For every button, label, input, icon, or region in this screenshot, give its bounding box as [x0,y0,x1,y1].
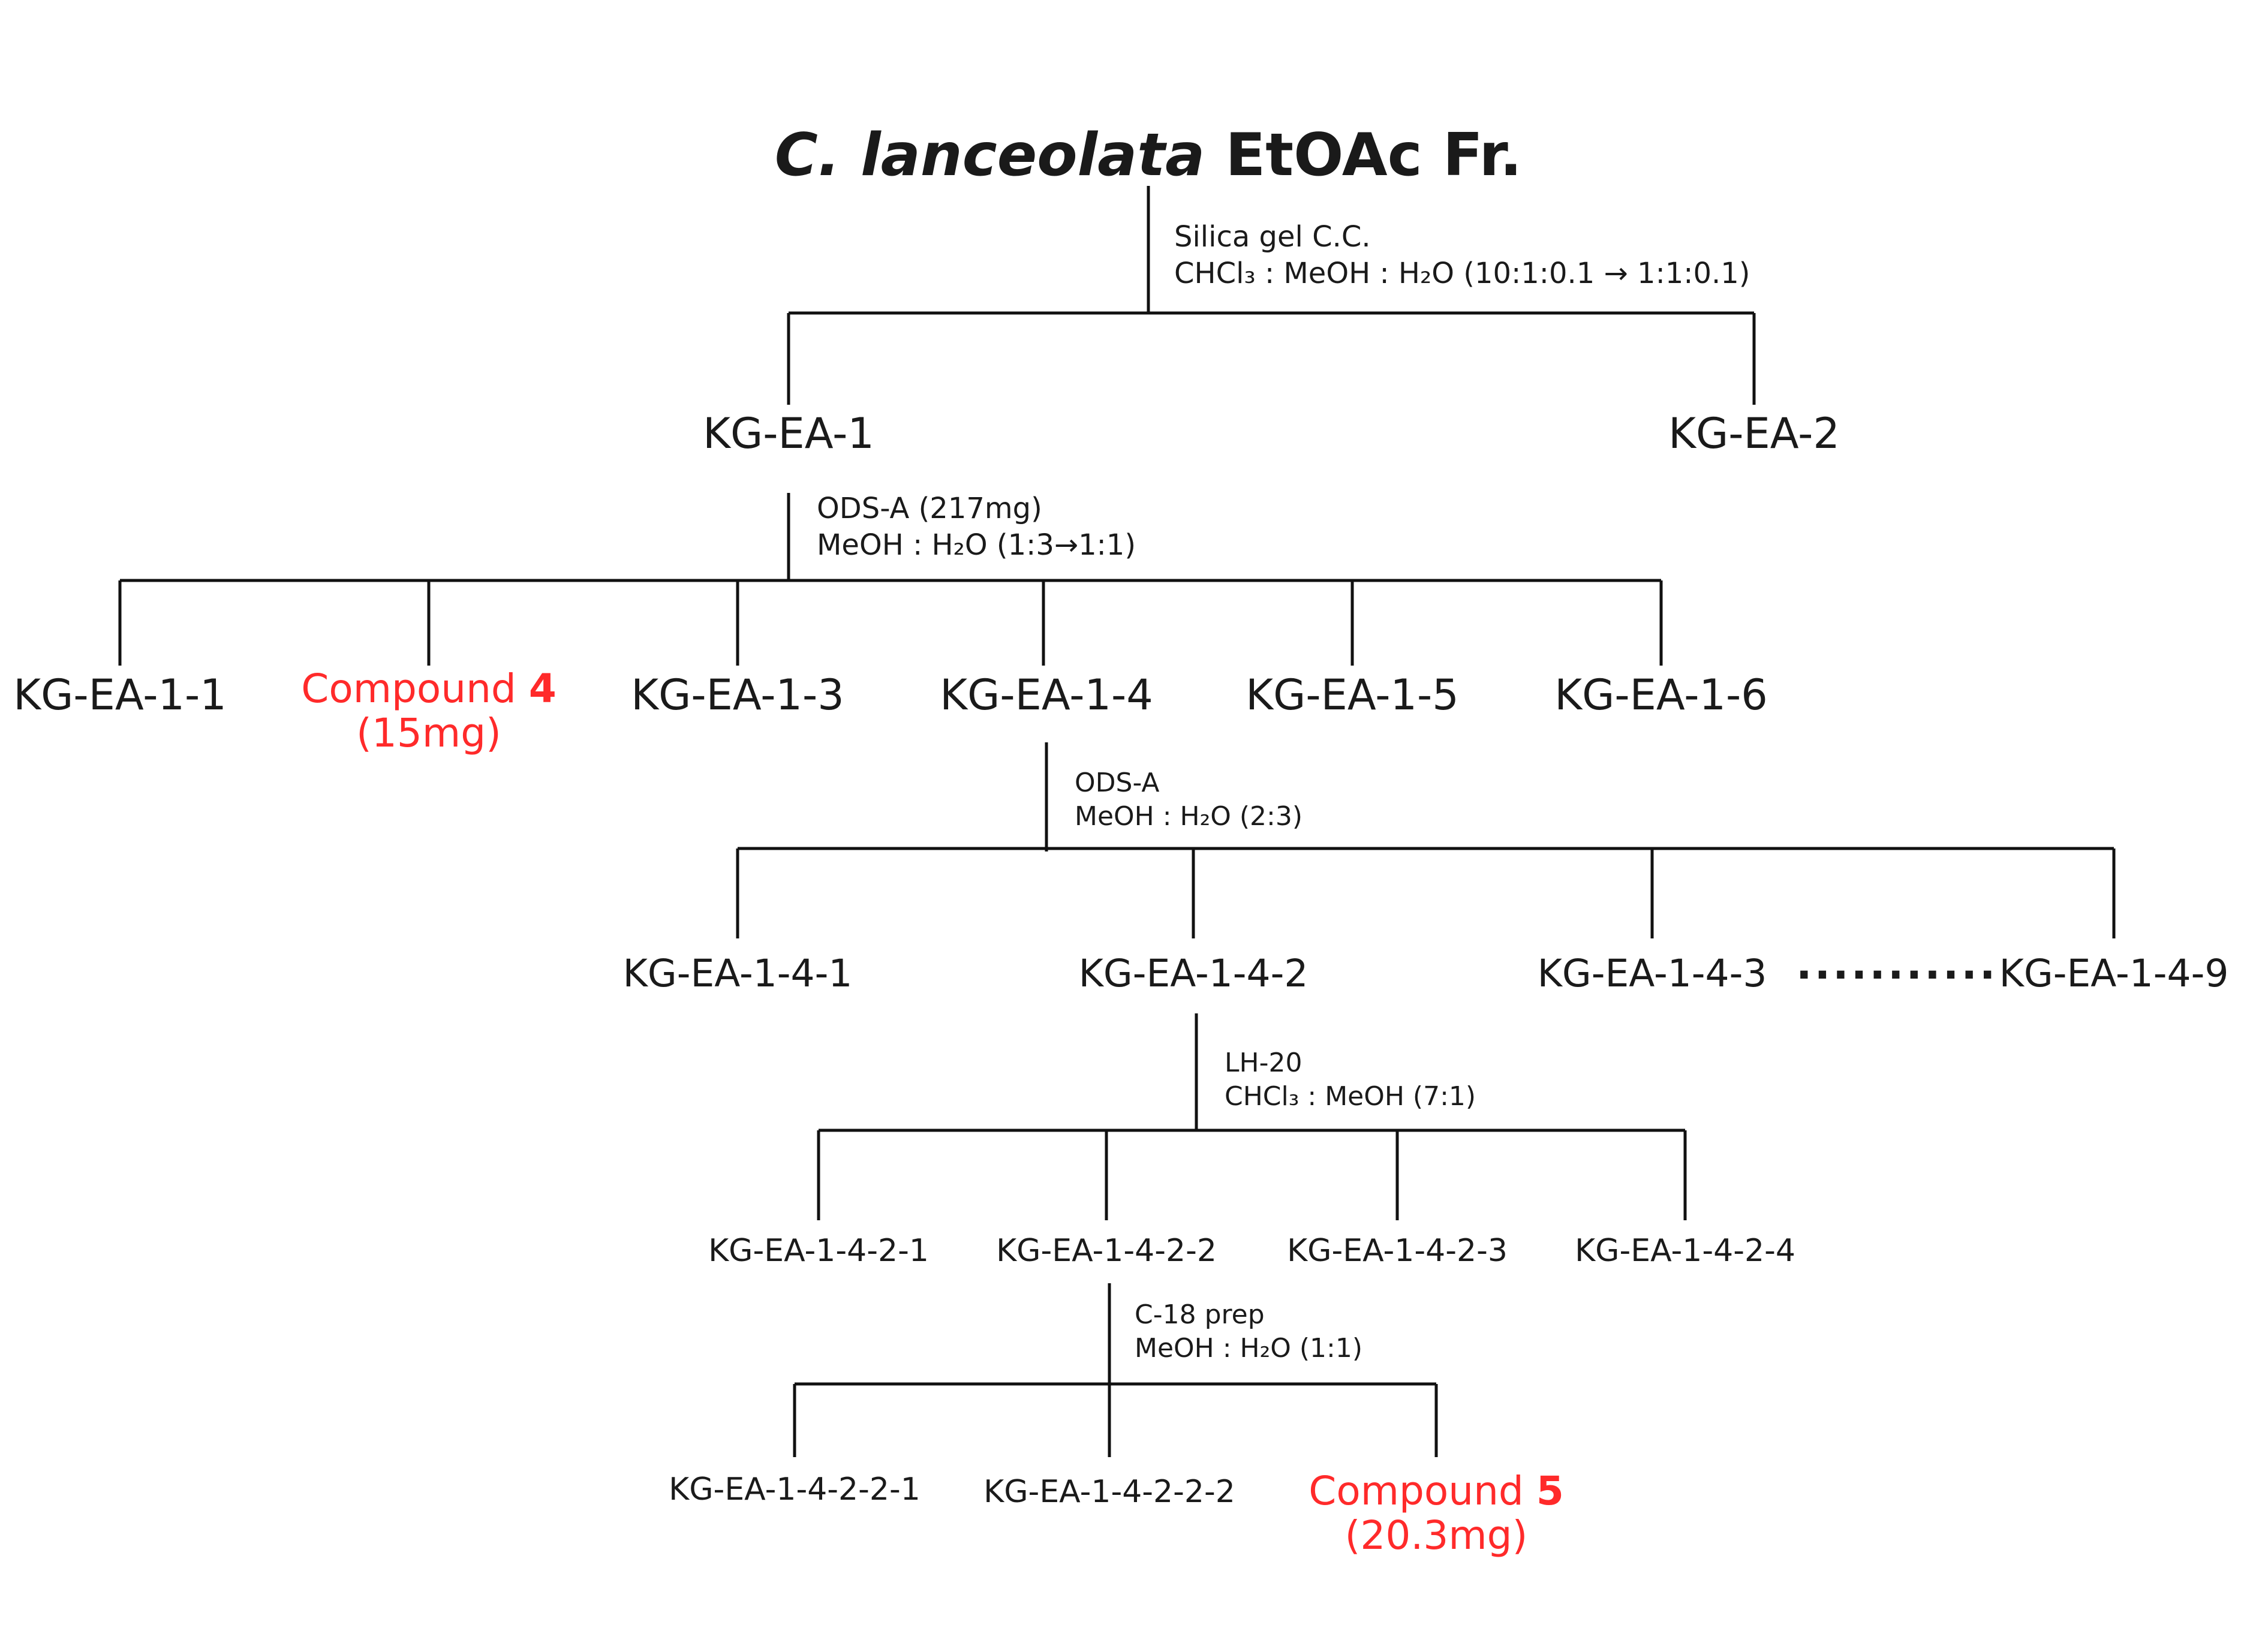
fraction-node: KG-EA-1-3 [631,670,844,720]
step-method: ODS-A (217mg) [817,492,1042,525]
diagram-title: C. lanceolata EtOAc Fr. [775,126,1522,185]
compound-amount: (20.3mg) [1344,1512,1528,1558]
fraction-node: KG-EA-1-4-2 [1078,952,1309,995]
compound-word: Compound [301,666,516,712]
fraction-node: KG-EA-1-4-2-4 [1575,1233,1795,1269]
step-solvent: MeOH : H₂O (2:3) [1075,801,1303,832]
fraction-node: KG-EA-1-1 [13,670,227,720]
compound-4-label: Compound 4 (15mg) [301,667,557,756]
step-conditions-4: LH-20 CHCl₃ : MeOH (7:1) [1225,1046,1476,1114]
fraction-node: KG-EA-1-4-9 [1999,952,2229,995]
fraction-node: KG-EA-1-4-2-3 [1287,1233,1508,1269]
fraction-node: KG-EA-1-6 [1554,670,1768,720]
title-fraction: EtOAc Fr. [1205,121,1523,189]
fraction-node: KG-EA-1-4 [940,670,1153,720]
title-species: C. lanceolata [774,121,1205,189]
step-conditions-1: Silica gel C.C. CHCl₃ : MeOH : H₂O (10:1… [1174,219,1750,293]
step-method: ODS-A [1075,768,1160,798]
step-solvent: MeOH : H₂O (1:1) [1135,1333,1363,1364]
compound-5-label: Compound 5 (20.3mg) [1309,1469,1564,1558]
fraction-node: KG-EA-1-4-1 [622,952,853,995]
compound-number: 5 [1536,1468,1564,1514]
step-conditions-2: ODS-A (217mg) MeOH : H₂O (1:3→1:1) [817,491,1136,564]
step-method: LH-20 [1225,1048,1303,1078]
fraction-node: KG-EA-1-4-2-2-1 [669,1472,921,1507]
compound-word: Compound [1309,1468,1524,1514]
step-solvent: MeOH : H₂O (1:3→1:1) [817,528,1136,562]
fraction-node: KG-EA-2 [1668,409,1840,458]
step-solvent: CHCl₃ : MeOH (7:1) [1225,1081,1476,1112]
step-method: Silica gel C.C. [1174,220,1371,254]
step-method: C-18 prep [1135,1299,1265,1330]
fraction-node: KG-EA-1-4-3 [1537,952,1767,995]
compound-amount: (15mg) [356,709,501,756]
fraction-node: KG-EA-1 [703,409,874,458]
ellipsis-dots: ··········· [1796,950,1998,1000]
fraction-node: KG-EA-1-5 [1246,670,1459,720]
fraction-node: KG-EA-1-4-2-2 [996,1233,1217,1269]
step-conditions-5: C-18 prep MeOH : H₂O (1:1) [1135,1298,1362,1366]
fraction-node: KG-EA-1-4-2-1 [708,1233,929,1269]
step-conditions-3: ODS-A MeOH : H₂O (2:3) [1075,766,1303,834]
compound-number: 4 [528,666,557,712]
step-solvent: CHCl₃ : MeOH : H₂O (10:1:0.1 → 1:1:0.1) [1174,257,1750,291]
fraction-node: KG-EA-1-4-2-2-2 [983,1474,1235,1510]
